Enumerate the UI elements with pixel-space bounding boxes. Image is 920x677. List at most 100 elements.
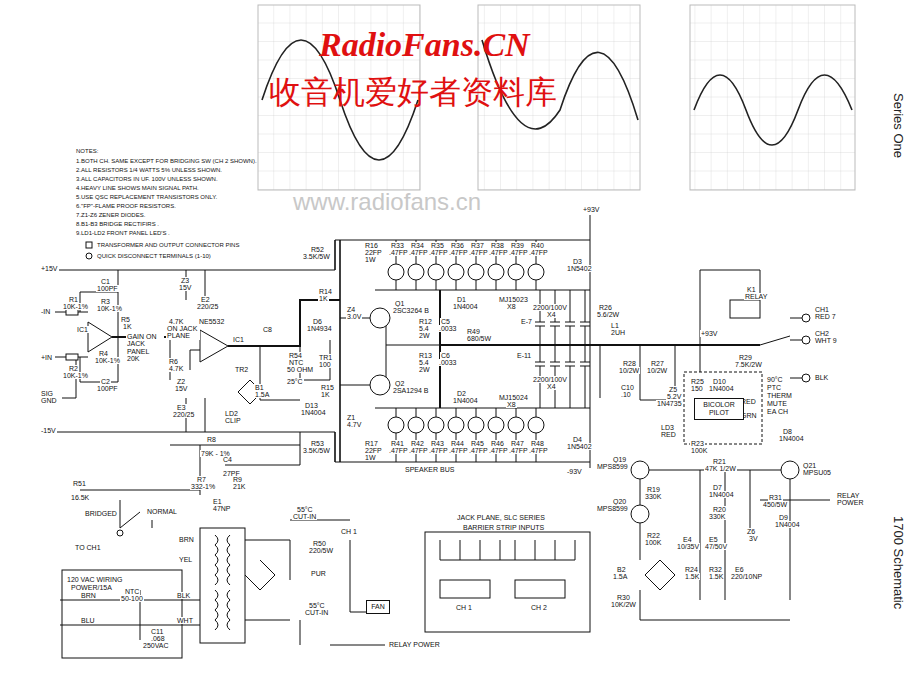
schematic-line bbox=[802, 314, 810, 322]
component-label: .47FP bbox=[388, 447, 409, 454]
schematic-line bbox=[515, 580, 565, 598]
schematic-line bbox=[694, 75, 852, 145]
schematic-line bbox=[370, 375, 390, 395]
component-label: .47FP bbox=[468, 249, 489, 256]
side-title: Series One bbox=[892, 92, 905, 159]
component-label: RED 7 bbox=[814, 313, 837, 320]
note-text: 8.B1-B3 BRIDGE RECTIFIRS . bbox=[75, 221, 160, 227]
component-label: 47K 1/2W bbox=[704, 465, 737, 472]
component-label: 50 OHM bbox=[286, 366, 314, 373]
component-label: C4 bbox=[222, 456, 233, 463]
component-label: 7.5K/2W bbox=[734, 361, 763, 368]
component-label: WHT bbox=[176, 617, 194, 624]
component-label: 2SC3264 B bbox=[392, 307, 430, 314]
component-label: WHT 9 bbox=[814, 337, 838, 344]
component-label: .47FP bbox=[408, 249, 429, 256]
component-label: -IN bbox=[40, 308, 51, 315]
schematic-line bbox=[802, 336, 810, 344]
component-label: .0033 bbox=[438, 325, 458, 332]
component-label: 680/5W bbox=[466, 335, 492, 342]
component-label: 220/25 bbox=[196, 303, 219, 310]
component-label: 1.5K bbox=[684, 573, 700, 580]
component-label: 150 bbox=[690, 385, 704, 392]
component-label: +IN bbox=[40, 354, 53, 361]
component-label: 1N4004 bbox=[452, 303, 479, 310]
power-transistor bbox=[528, 264, 544, 280]
component-label: CUT-IN bbox=[292, 513, 317, 520]
component-label: .47FP bbox=[528, 447, 549, 454]
component-label: 4.7V bbox=[346, 421, 362, 428]
component-label: X4 bbox=[546, 383, 557, 390]
component-label: 2W bbox=[418, 332, 431, 339]
watermark: www.radiofans.cn bbox=[292, 190, 482, 214]
component-label: 50-100 bbox=[120, 595, 144, 602]
schematic-line bbox=[440, 540, 575, 560]
component-label: 1.5A bbox=[254, 391, 270, 398]
component-label: 15V bbox=[174, 385, 188, 392]
component-label: CH 1 bbox=[455, 604, 473, 611]
component-label: 330K bbox=[708, 513, 726, 520]
schematic-line bbox=[55, 270, 335, 432]
note-text: QUICK DISCONNECT TERMINALS (1-10) bbox=[96, 253, 212, 259]
schematic-line bbox=[370, 308, 390, 328]
component-label: 3.5K/5W bbox=[302, 253, 331, 260]
schematic-line bbox=[238, 340, 330, 404]
component-label: RELAY bbox=[744, 293, 768, 300]
schematic-line bbox=[66, 354, 78, 360]
component-label: THERM bbox=[766, 392, 793, 399]
schematic-line bbox=[335, 240, 590, 462]
component-label: 10K-1% bbox=[62, 372, 89, 379]
power-transistor bbox=[528, 417, 544, 433]
component-label: 16.5K bbox=[70, 494, 90, 501]
component-label: 100PF bbox=[96, 285, 119, 292]
component-label: 1K bbox=[320, 391, 331, 398]
component-label: 1N4004 bbox=[708, 385, 735, 392]
schematic-line bbox=[160, 270, 205, 432]
component-label: R8 bbox=[206, 436, 217, 443]
power-transistor bbox=[408, 264, 424, 280]
component-label: 120 VAC WIRING bbox=[66, 576, 124, 583]
component-label: 100PF bbox=[96, 385, 119, 392]
component-label: MUTE bbox=[766, 400, 788, 407]
component-label: ON JACK PLANE bbox=[166, 325, 200, 340]
component-label: 1K bbox=[122, 323, 133, 330]
component-label: .47FP bbox=[508, 447, 529, 454]
power-transistor bbox=[468, 417, 484, 433]
component-label: IC1 bbox=[232, 336, 245, 343]
component-label: 1N4004 bbox=[774, 521, 801, 528]
component-label: 10K-1% bbox=[62, 303, 89, 310]
component-label: CH 1 bbox=[340, 528, 358, 535]
component-label: CH 2 bbox=[530, 604, 548, 611]
component-label: 3.5K/5W bbox=[302, 447, 331, 454]
power-transistor bbox=[408, 417, 424, 433]
schematic-line bbox=[88, 322, 112, 352]
component-label: SPEAKER BUS bbox=[404, 466, 455, 473]
component-label: 15V bbox=[178, 284, 192, 291]
component-label: +93V bbox=[582, 206, 601, 213]
component-label: 1N4004 bbox=[300, 409, 327, 416]
schematic-line bbox=[340, 318, 440, 385]
component-label: 1N4004 bbox=[778, 435, 805, 442]
component-label: 3.0V bbox=[346, 313, 362, 320]
component-label: 1W bbox=[364, 256, 377, 263]
component-label: YEL bbox=[178, 556, 193, 563]
power-transistor bbox=[488, 417, 504, 433]
component-label: IC1 bbox=[76, 326, 89, 333]
component-label: BLK bbox=[176, 592, 191, 599]
component-label: 1N4934 bbox=[306, 325, 333, 332]
schematic-line bbox=[590, 215, 591, 468]
schematic-line bbox=[60, 590, 200, 640]
component-label: +93V bbox=[700, 330, 719, 337]
component-label: .10 bbox=[620, 391, 632, 398]
component-label: 220/5W bbox=[308, 547, 334, 554]
power-transistor bbox=[388, 264, 404, 280]
watermark: 收音机爱好者资料库 bbox=[268, 76, 558, 108]
component-label: 1N5402 bbox=[566, 443, 593, 450]
side-title: 1700 Schematic bbox=[892, 515, 905, 610]
note-text: NOTES: bbox=[75, 148, 99, 154]
schematic-line bbox=[730, 300, 760, 318]
component-label: 10K-1% bbox=[94, 357, 121, 364]
component-label: 1N4004 bbox=[452, 397, 479, 404]
power-transistor bbox=[448, 417, 464, 433]
component-label: 10/2W bbox=[618, 367, 640, 374]
